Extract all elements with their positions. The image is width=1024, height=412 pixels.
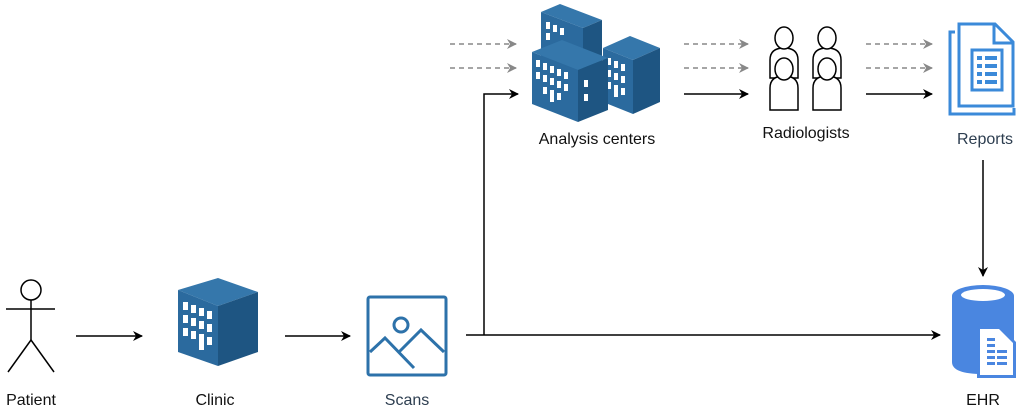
stick-figure-icon: [6, 279, 55, 373]
reports-node: Reports: [948, 22, 1016, 148]
radiologists-label: Radiologists: [762, 125, 849, 142]
patient-node: Patient: [6, 279, 56, 409]
ehr-label: EHR: [966, 392, 1000, 409]
image-icon: [366, 295, 448, 377]
analysis-centers-label: Analysis centers: [539, 131, 656, 148]
ehr-node: EHR: [952, 285, 1016, 409]
reports-label: Reports: [957, 131, 1013, 148]
scans-label: Scans: [385, 392, 429, 409]
database-document-icon: [952, 285, 1016, 378]
scans-node: Scans: [366, 295, 448, 409]
clinic-node: Clinic: [178, 278, 258, 409]
clinic-label: Clinic: [195, 392, 234, 409]
building-icon: [178, 278, 258, 366]
table-lines-icon: [977, 56, 997, 84]
buildings-icon: [532, 4, 660, 122]
analysis-centers-node: Analysis centers: [532, 4, 660, 148]
documents-icon: [948, 22, 1016, 116]
patient-label: Patient: [6, 392, 56, 409]
arrow-scans-analysis: [483, 89, 519, 335]
users-icon: [769, 26, 842, 111]
radiologists-node: Radiologists: [762, 26, 850, 142]
